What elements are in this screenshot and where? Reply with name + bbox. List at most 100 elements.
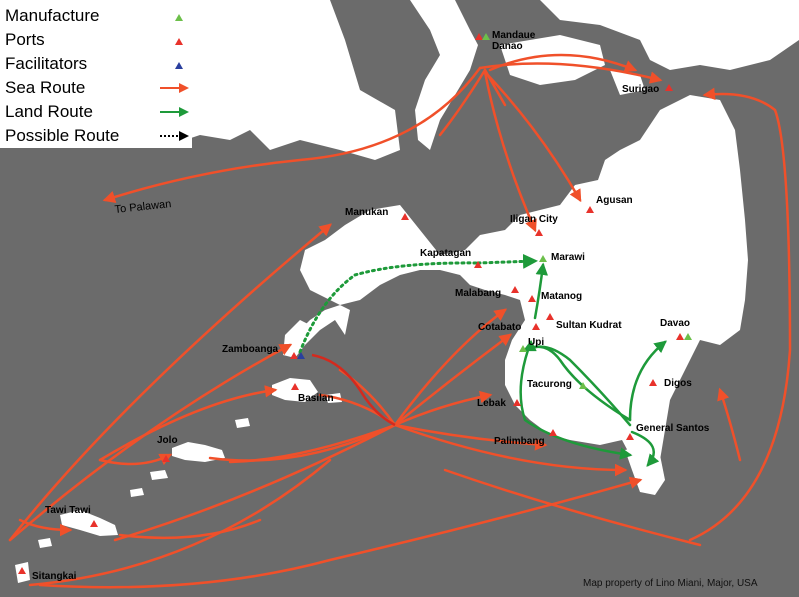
legend-ports-label: Ports — [5, 30, 45, 49]
sea-route-jolo-hub — [208, 423, 397, 462]
port-marker-malabang — [511, 286, 519, 293]
sea-route-west-jolo — [98, 453, 173, 466]
sea-route-cebu-south — [438, 68, 487, 137]
label-davao: Davao — [660, 318, 690, 329]
sea-route-cebu-north — [483, 68, 507, 107]
port-marker-tawi-tawi — [90, 520, 98, 527]
landmass-leyte — [540, 0, 799, 70]
sea-route-west-manukan — [8, 223, 332, 542]
label-marawi: Marawi — [551, 252, 585, 263]
place-labels: Mandaue Danao Surigao Agusan Iligan City… — [32, 30, 710, 582]
legend: Manufacture Ports Facilitators Sea Route… — [0, 0, 192, 148]
label-agusan: Agusan — [596, 195, 633, 206]
port-marker-manukan — [401, 213, 409, 220]
legend-manufacture-icon — [175, 14, 183, 21]
landmass-islet-5 — [130, 488, 144, 497]
land-route-gensan-davao — [628, 340, 667, 422]
sea-route-cebu-palawan — [102, 66, 482, 203]
label-digos: Digos — [664, 378, 692, 389]
port-marker-lebak — [513, 399, 521, 406]
sea-route-west-loop — [28, 458, 332, 587]
sea-route-bottom-east — [443, 468, 702, 547]
port-marker-matanog — [528, 295, 536, 302]
manufacture-marker-marawi — [539, 255, 547, 262]
label-malabang: Malabang — [455, 288, 501, 299]
possible-route-kapatagan-marawi — [476, 253, 538, 269]
sea-route-hub-gensan — [393, 423, 628, 477]
sea-route-west-tawi — [18, 518, 73, 537]
label-manukan: Manukan — [345, 207, 388, 218]
label-sitangkai: Sitangkai — [32, 571, 77, 582]
landmass-islet-6 — [38, 538, 52, 548]
label-cotabato: Cotabato — [478, 322, 521, 333]
landmass-islet-3 — [235, 418, 250, 428]
land-route-gensan-upi — [522, 339, 632, 422]
label-general-santos: General Santos — [636, 423, 710, 434]
sea-routes — [8, 53, 792, 589]
legend-land-route-label: Land Route — [5, 102, 93, 121]
label-basilan: Basilan — [298, 393, 334, 404]
sea-route-zamboanga-hub — [311, 353, 396, 427]
port-marker-sultan-kudrat — [546, 313, 554, 320]
label-matanog: Matanog — [541, 291, 582, 302]
sea-route-hub-lebak — [393, 390, 493, 427]
sea-route-west-basilan — [98, 385, 278, 462]
label-sultan-kudrat: Sultan Kudrat — [556, 320, 622, 331]
land-route-gensan-sarangani — [630, 430, 660, 467]
landmass-tawitawi — [60, 510, 118, 536]
manufacture-marker-davao — [684, 333, 692, 340]
manufacture-marker-tacurong — [579, 382, 587, 389]
port-marker-surigao — [665, 84, 673, 91]
port-marker-iligan — [535, 229, 543, 236]
landmass-bohol — [500, 35, 605, 85]
landmass-islet-1 — [610, 70, 645, 95]
sea-route-hub-palimbang — [393, 423, 548, 451]
legend-facilitators-label: Facilitators — [5, 54, 87, 73]
landmass-northwest — [150, 0, 400, 160]
landmass-islet-4 — [150, 470, 168, 480]
map-credit: Map property of Lino Miani, Major, USA — [583, 578, 758, 589]
legend-ports-icon — [175, 38, 183, 45]
sea-route-hub-malabang — [393, 308, 508, 427]
port-marker-jolo — [162, 455, 170, 462]
port-marker-davao — [676, 333, 684, 340]
manufacture-marker-danao — [482, 33, 490, 40]
label-tacurong: Tacurong — [527, 379, 572, 390]
port-marker-sitangkai — [18, 567, 26, 574]
sea-route-bottom — [38, 476, 643, 589]
manufacture-marker-upi — [519, 345, 527, 352]
port-marker-cotabato — [532, 323, 540, 330]
port-marker-basilan — [291, 383, 299, 390]
land-route-cotabato-marawi — [533, 262, 549, 320]
sea-route-hub-tawi — [113, 423, 397, 542]
label-lebak: Lebak — [477, 398, 506, 409]
legend-sea-route-label: Sea Route — [5, 78, 85, 97]
label-to-palawan: To Palawan — [114, 198, 172, 216]
port-marker-agusan — [586, 206, 594, 213]
label-kapatagan: Kapatagan — [420, 248, 471, 259]
sea-route-cebu-surigao-2 — [488, 53, 638, 73]
legend-possible-route-label: Possible Route — [5, 126, 119, 145]
port-marker-kapatagan — [474, 261, 482, 268]
label-jolo: Jolo — [157, 435, 178, 446]
port-marker-digos — [649, 379, 657, 386]
legend-facilitators-icon — [175, 62, 183, 69]
sea-route-jolo-tawi — [118, 518, 262, 540]
label-danao: Danao — [492, 41, 523, 52]
legend-box — [0, 0, 192, 148]
label-upi: Upi — [528, 337, 544, 348]
possible-route-zambo-kapatagan — [298, 261, 480, 354]
sea-route-hub-cotabato — [393, 333, 512, 427]
label-surigao: Surigao — [622, 84, 659, 95]
legend-manufacture-label: Manufacture — [5, 6, 100, 25]
label-iligan: Iligan City — [510, 214, 558, 225]
sea-route-cebu-iligan — [483, 70, 537, 233]
sea-route-east-loop — [688, 87, 792, 542]
label-zamboanga: Zamboanga — [222, 344, 279, 355]
label-tawi-tawi: Tawi Tawi — [45, 505, 91, 516]
land-routes — [519, 262, 667, 467]
label-palimbang: Palimbang — [494, 436, 545, 447]
facilitator-marker-zamboanga — [297, 352, 305, 359]
port-marker-zamboanga — [290, 352, 298, 359]
